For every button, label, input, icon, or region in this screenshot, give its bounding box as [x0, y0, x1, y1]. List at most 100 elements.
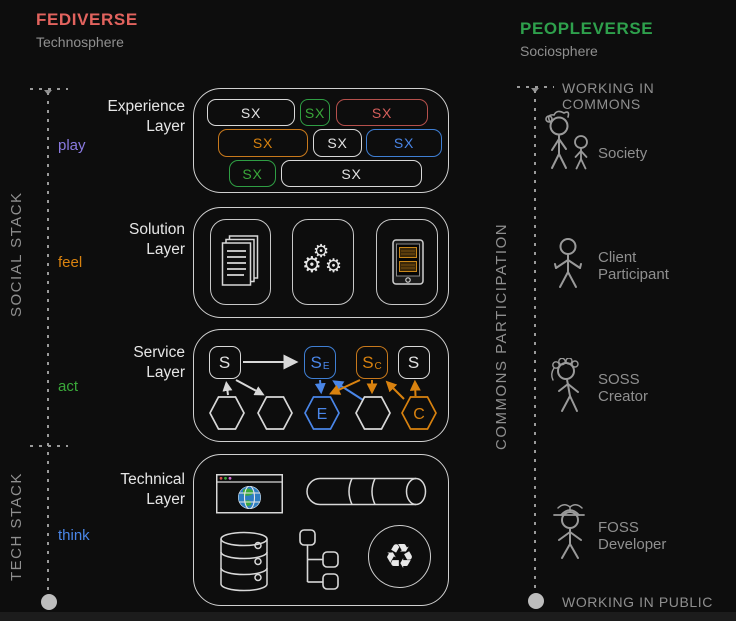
arrow-s1-to-hex2: [235, 379, 265, 396]
verb-feel: feel: [58, 254, 83, 271]
arrow-hex1-to-s1: [222, 381, 233, 396]
sx-pill-white-2: SX: [313, 129, 362, 157]
hexagon-1: [209, 396, 245, 430]
verb-act: act: [58, 378, 79, 395]
sx-pill-white-3: SX: [281, 160, 422, 187]
recycle-glyph: ♻: [384, 536, 415, 577]
peopleverse-title: PEOPLEVERSE: [520, 19, 654, 38]
foss-developer-figure-icon: [553, 504, 585, 559]
s1-label: S: [218, 352, 231, 372]
bottom-edge-strip: [0, 612, 736, 621]
service-layer-container: [193, 329, 449, 442]
s2-label: S: [407, 352, 420, 372]
service-square-s2: S: [398, 346, 430, 379]
web-browser-icon: [216, 474, 283, 514]
working-in-commons-label: WORKING IN COMMONS: [562, 80, 655, 112]
solution-layer-container: [193, 207, 449, 318]
pipeline-icon: [306, 477, 427, 506]
role-client-line1: Client: [598, 249, 637, 266]
hexagon-E: [304, 396, 340, 430]
service-layer-title-line2: Layer: [146, 364, 185, 381]
arrow-se-to-hexE: [314, 379, 326, 395]
experience-layer-container: [193, 88, 449, 193]
social-stack-label: SOCIAL STACK: [8, 191, 25, 317]
right-rail-top-dashes: [517, 86, 554, 88]
technical-layer-title-line1: Technical: [120, 471, 185, 488]
verb-think: think: [58, 527, 90, 544]
hexagon-C: [401, 396, 437, 430]
experience-layer-title-line2: Layer: [146, 118, 185, 135]
right-rail-line: [534, 90, 536, 592]
database-icon: [220, 531, 268, 592]
technical-layer-container: [193, 454, 449, 606]
role-society: Society: [598, 145, 647, 162]
sx-pill-green-1: SX: [300, 99, 330, 126]
right-rail-dot: [528, 593, 544, 609]
technical-layer-title: Technical Layer: [65, 470, 185, 510]
left-rail-top-dashes: [30, 88, 68, 90]
sx-pill-green-2: SX: [229, 160, 276, 187]
documents-icon: [221, 235, 259, 286]
role-soss-creator: SOSS Creator: [598, 371, 648, 405]
commons-participation-label: COMMONS PARTICIPATION: [493, 222, 510, 450]
hexagon-E-label: E: [317, 406, 328, 423]
role-client-line2: Participant: [598, 266, 669, 283]
client-participant-figure-icon: [554, 238, 582, 288]
service-layer-title: Service Layer: [65, 343, 185, 383]
sc-sub: C: [374, 360, 382, 372]
role-soss-line1: SOSS: [598, 371, 640, 388]
sx-pill-red: SX: [336, 99, 428, 126]
experience-layer-title: Experience Layer: [65, 97, 185, 137]
peopleverse-header: PEOPLEVERSE Sociosphere: [520, 19, 653, 59]
hexagon-4: [355, 396, 391, 430]
se-label: S: [310, 352, 322, 372]
tree-icon: [299, 529, 339, 590]
service-graph: E C: [209, 354, 437, 430]
role-foss-line1: FOSS: [598, 519, 639, 536]
solution-card-gears: [292, 219, 354, 305]
fediverse-header: FEDIVERSE Technosphere: [36, 10, 138, 50]
gear-icon: ⚙: [302, 252, 322, 277]
technical-layer-title-line2: Layer: [146, 491, 185, 508]
soss-creator-figure-icon: [551, 358, 579, 412]
fediverse-title: FEDIVERSE: [36, 10, 138, 29]
role-foss-developer: FOSS Developer: [598, 519, 666, 553]
role-soss-line2: Creator: [598, 388, 649, 405]
gear-icon: ⚙: [313, 241, 330, 261]
sc-label: S: [362, 352, 374, 372]
role-society-line1: Society: [598, 145, 648, 162]
solution-layer-title-line1: Solution: [128, 221, 185, 238]
solution-card-mobile: [376, 219, 438, 305]
arrow-hexC-to-s2: [409, 379, 421, 397]
sx-pill-orange: SX: [218, 129, 308, 157]
sx-pill-white-1: SX: [207, 99, 295, 126]
society-figures-icon: [545, 110, 588, 170]
left-rail-dot: [41, 594, 57, 610]
solution-layer-title: Solution Layer: [65, 220, 185, 260]
se-sub: E: [322, 360, 330, 372]
working-in-public-label: WORKING IN PUBLIC: [562, 594, 713, 610]
service-square-s1: S: [209, 346, 241, 379]
arrow-sc-to-hexE: [329, 379, 361, 395]
hexagon-C-label: C: [413, 406, 425, 423]
service-layer-title-line1: Service: [133, 344, 185, 361]
sx-pill-blue: SX: [366, 129, 442, 157]
gear-icon: ⚙: [325, 256, 343, 277]
verb-play: play: [58, 137, 86, 154]
role-client-participant: Client Participant: [598, 249, 669, 283]
arrow-hexC-to-sc: [385, 380, 405, 400]
mobile-app-icon: [392, 239, 424, 285]
solution-layer-title-line2: Layer: [146, 241, 185, 258]
sociosphere-subtitle: Sociosphere: [520, 43, 598, 59]
tech-stack-label: TECH STACK: [8, 472, 25, 581]
experience-layer-title-line1: Experience: [107, 98, 185, 115]
technosphere-subtitle: Technosphere: [36, 34, 124, 50]
recycle-icon: ♻: [368, 525, 431, 588]
solution-card-documents: [210, 219, 271, 305]
left-rail-line: [47, 92, 49, 592]
hexagon-2: [257, 396, 293, 430]
role-foss-line2: Developer: [598, 536, 667, 553]
